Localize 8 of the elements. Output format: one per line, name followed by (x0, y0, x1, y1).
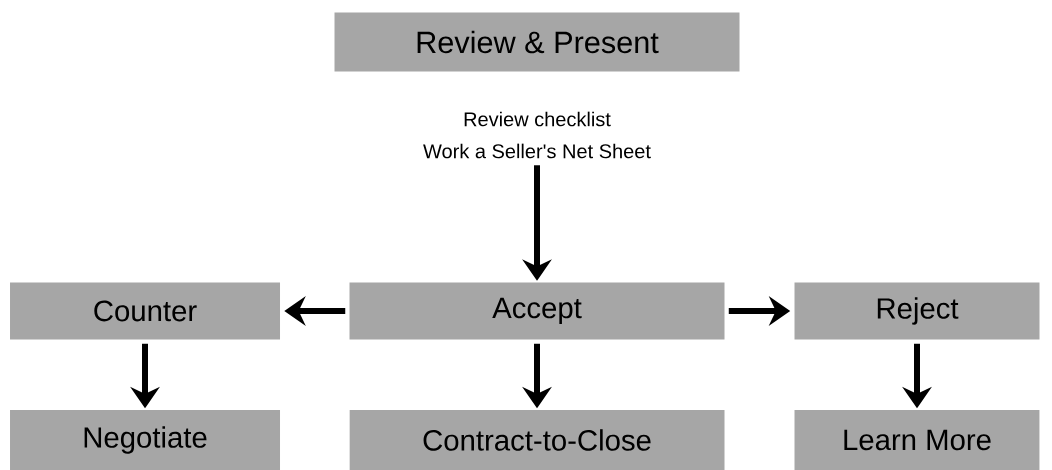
process-box: Negotiate (10, 410, 280, 470)
process-box: Reject (794, 282, 1040, 340)
process-box: Contract-to-Close (349, 410, 725, 470)
note-text: Review checklist Work a Seller's Net Sheet (423, 111, 651, 159)
process-box: Counter (10, 282, 280, 340)
process-box: Accept (349, 282, 725, 340)
process-box: Learn More (794, 410, 1040, 470)
process-box: Review & Present (334, 12, 740, 72)
